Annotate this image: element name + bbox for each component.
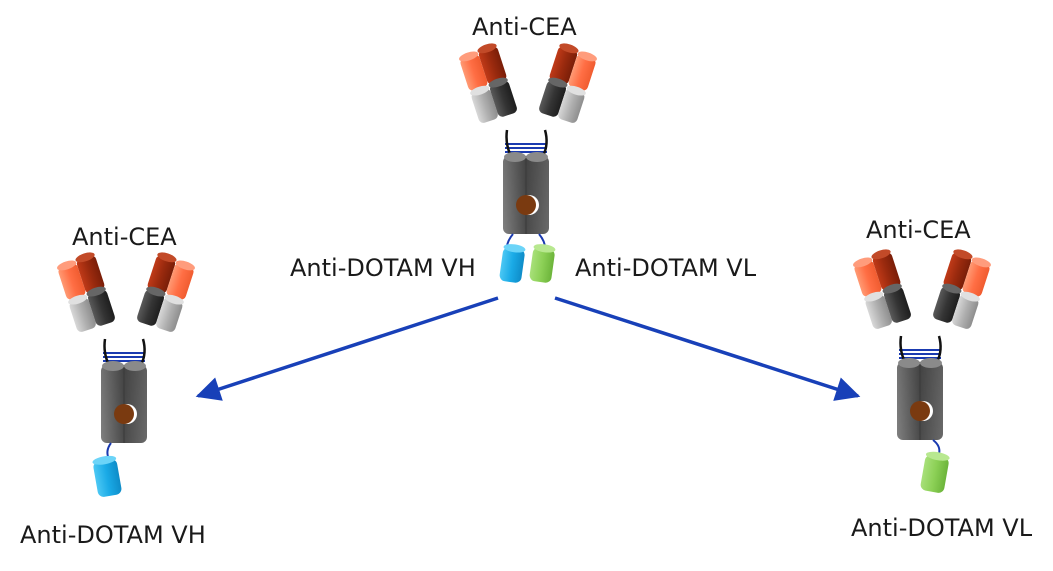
parent-anti-cea-label: Anti-CEA <box>472 13 577 41</box>
antibody-parent <box>456 40 600 283</box>
vl-domain <box>920 451 950 493</box>
vl-domain <box>529 244 556 283</box>
antibody-right <box>850 246 994 493</box>
arrow-to-left <box>195 296 499 401</box>
left-anti-cea-label: Anti-CEA <box>72 223 177 251</box>
vh-domain <box>92 455 122 497</box>
right-anti-dotam-vl-label: Anti-DOTAM VL <box>851 514 1033 542</box>
vh-domain <box>499 244 526 283</box>
parent-anti-dotam-vh-label: Anti-DOTAM VH <box>290 254 476 282</box>
right-anti-cea-label: Anti-CEA <box>866 216 971 244</box>
left-anti-dotam-vh-label: Anti-DOTAM VH <box>20 521 206 549</box>
arrow-to-right <box>554 296 861 401</box>
antibody-left <box>54 249 198 497</box>
parent-anti-dotam-vl-label: Anti-DOTAM VL <box>575 254 757 282</box>
